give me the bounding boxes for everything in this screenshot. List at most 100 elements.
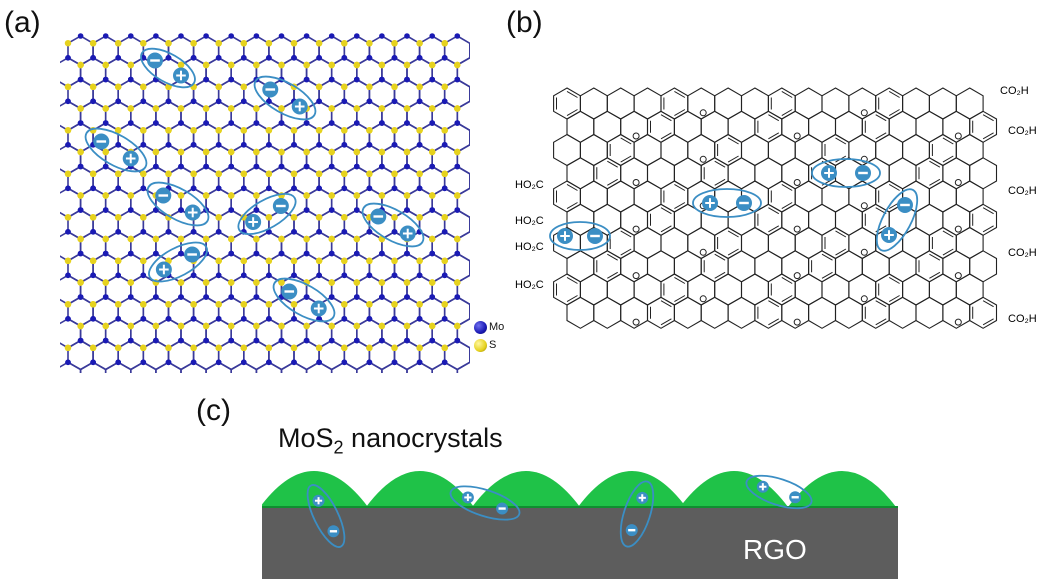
plus-icon	[122, 150, 139, 167]
s-atom	[454, 192, 461, 199]
mo-atom	[278, 120, 285, 126]
s-atom	[391, 344, 398, 351]
mo-atom	[65, 55, 71, 61]
mo-atom	[102, 33, 109, 39]
exciton	[140, 47, 196, 89]
mo-atom	[291, 272, 297, 279]
mo-atom	[366, 185, 373, 192]
mo-atom	[190, 359, 197, 366]
mo-atom	[228, 337, 234, 344]
s-atom	[416, 170, 423, 177]
nanocrystal-domes	[262, 471, 896, 507]
mo-atom	[316, 98, 322, 105]
s-atom	[391, 83, 398, 90]
mo-atom	[429, 207, 436, 213]
plus-icon	[636, 491, 649, 504]
s-atom	[177, 148, 185, 156]
mo-atom	[441, 272, 448, 279]
atom-legend: Mo S	[474, 318, 504, 354]
exciton	[84, 127, 148, 173]
mo-atom	[291, 55, 297, 61]
mo-atom	[379, 76, 385, 83]
mo-atom	[203, 294, 209, 300]
s-atom	[429, 61, 436, 69]
s-atom	[353, 322, 360, 330]
mo-atom	[354, 33, 360, 39]
minus-icon	[736, 195, 752, 211]
mo-atom	[77, 120, 84, 126]
mo-atom	[429, 294, 436, 300]
exciton-ellipse	[146, 181, 210, 227]
s-atom	[89, 344, 97, 351]
mo-atom	[316, 272, 322, 279]
mo-atom	[241, 98, 247, 105]
mo-atom	[65, 359, 71, 366]
mo-atom	[65, 272, 71, 279]
s-atom	[165, 127, 172, 134]
s-atom	[454, 235, 461, 243]
mo-atom	[178, 294, 184, 300]
exciton-ellipse	[84, 127, 148, 173]
s-atom	[416, 83, 423, 90]
mo-atom	[90, 55, 96, 61]
s-atom	[290, 344, 298, 351]
mos2-nanocrystal	[262, 471, 368, 507]
s-atom	[253, 61, 260, 69]
mo-atom	[278, 337, 285, 344]
s-atom	[202, 279, 210, 286]
s-atom	[328, 235, 335, 243]
s-atom	[64, 40, 72, 47]
s-atom	[202, 148, 210, 156]
mo-atom	[454, 33, 461, 39]
s-atom	[391, 127, 398, 134]
s-atom	[328, 105, 335, 112]
mo-atom	[115, 55, 121, 61]
s-atom	[378, 61, 386, 69]
mo-atom	[416, 272, 423, 279]
s-atom	[89, 257, 97, 264]
exciton-ellipse	[148, 241, 208, 283]
panel-c-title: MoS2 nanocrystals	[278, 423, 503, 458]
mo-atom	[102, 120, 109, 126]
mo-atom	[153, 250, 159, 257]
mo-atom	[241, 272, 247, 279]
rgo-excitons	[549, 158, 919, 252]
exciton	[306, 484, 346, 548]
s-atom	[265, 214, 273, 221]
exciton	[272, 277, 336, 323]
mo-atom	[190, 272, 197, 279]
s-atom	[366, 170, 373, 177]
mo-atom	[391, 359, 398, 366]
s-atom	[102, 322, 109, 330]
mo-atom	[303, 294, 310, 300]
minus-icon	[155, 187, 172, 204]
exciton	[619, 480, 655, 548]
mo-atom	[165, 229, 172, 235]
s-atom	[290, 127, 298, 134]
minus-icon	[370, 208, 387, 225]
s-atom	[403, 61, 411, 69]
mo-atom	[429, 163, 436, 170]
s-atom	[240, 83, 247, 90]
s-atom	[429, 192, 436, 199]
mo-atom	[303, 163, 310, 170]
s-atom	[265, 257, 273, 264]
mo-atom	[115, 316, 121, 322]
mo-atom	[266, 359, 272, 366]
s-atom	[127, 322, 134, 330]
s-atom	[366, 83, 373, 90]
mo-atom	[366, 229, 373, 235]
mo-atom	[328, 120, 335, 126]
mo-atom	[341, 142, 348, 148]
mo-atom	[303, 76, 310, 83]
s-atom	[140, 214, 147, 221]
mo-atom	[128, 250, 134, 257]
s-atom	[77, 61, 84, 69]
s-atom	[89, 214, 97, 221]
exciton	[692, 188, 762, 218]
carboxyl-label: HO₂C	[515, 179, 544, 191]
mo-atom	[90, 229, 96, 235]
mo-atom	[441, 142, 448, 148]
s-atom	[177, 322, 185, 330]
s-atom	[115, 170, 122, 177]
